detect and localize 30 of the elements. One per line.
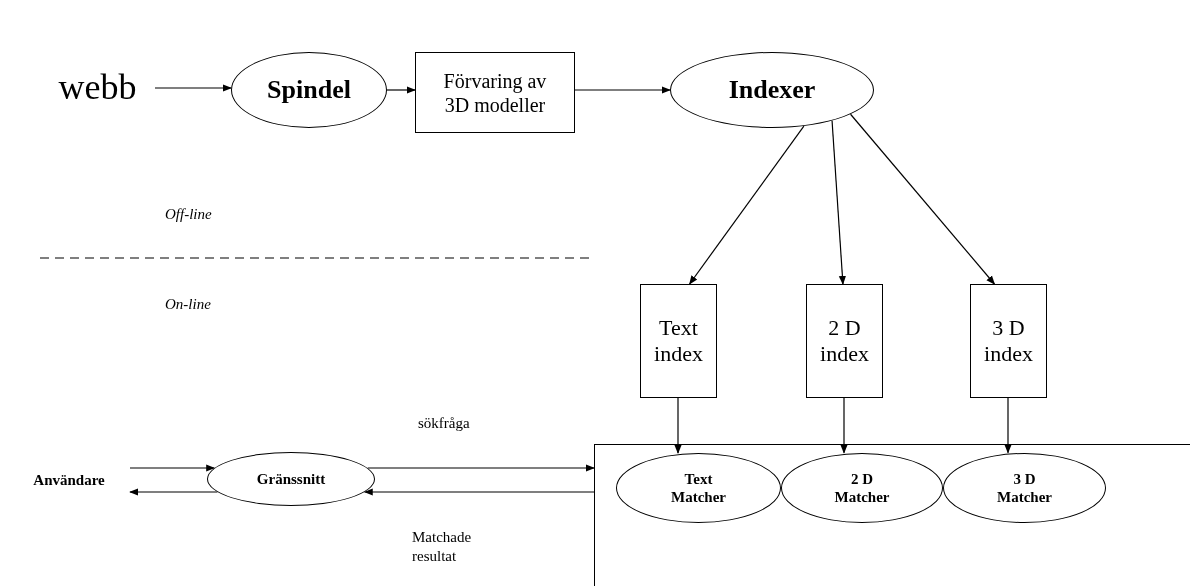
arrow (386, 86, 416, 94)
arrow (129, 464, 216, 472)
arrow (574, 86, 671, 94)
node-label: 2 D Matcher (833, 470, 891, 506)
process-box (640, 284, 717, 398)
node-label: Indexer (727, 74, 817, 106)
node-label: 2 D index (819, 314, 870, 368)
node-label: Gränssnitt (255, 470, 327, 488)
arrow (1004, 397, 1012, 454)
arrow (154, 84, 232, 92)
node-label: Text index (653, 314, 704, 368)
node-label: Text Matcher (670, 470, 727, 506)
node-label: 3 D index (983, 314, 1034, 368)
arrow (367, 464, 595, 472)
process-box (970, 284, 1047, 398)
node-label: webb (57, 66, 138, 110)
arrow (831, 120, 846, 285)
arrow (129, 488, 218, 496)
node-label: Användare (32, 471, 106, 489)
arrow (840, 397, 848, 454)
process-box (415, 52, 575, 133)
node-label: 3 D Matcher (996, 470, 1053, 506)
panel-border (594, 444, 1190, 586)
node-label: Spindel (266, 74, 352, 106)
process-box (806, 284, 883, 398)
arrow (674, 397, 682, 454)
arrow (849, 113, 996, 285)
arrow (363, 488, 595, 496)
node-label: Förvaring av 3D modeller (442, 68, 548, 117)
section-label: Off-line (165, 205, 212, 224)
